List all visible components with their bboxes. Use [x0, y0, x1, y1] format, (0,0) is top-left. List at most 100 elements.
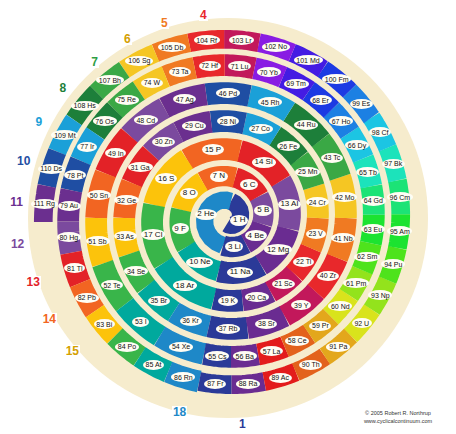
group-band	[271, 274, 295, 292]
group-band	[325, 335, 351, 356]
element-label: 66 Dy	[348, 142, 366, 149]
group-number: 15	[65, 345, 80, 357]
element-label: 95 Am	[390, 228, 410, 235]
group-band	[81, 134, 96, 161]
element-oval: 110 Ds	[38, 164, 65, 174]
element-oval: 21 Sc	[272, 279, 295, 289]
element-oval: 82 Pb	[75, 293, 99, 303]
element-label: 90 Th	[302, 361, 320, 368]
element-oval: 64 Gd	[361, 196, 386, 206]
element-oval: 38 Sr	[255, 319, 277, 329]
element-label: 63 Eu	[364, 226, 382, 233]
element-oval: 89 Ac	[269, 373, 292, 383]
element-label: 101 Md	[296, 57, 319, 64]
element-label: 108 Hs	[74, 102, 96, 109]
element-oval: 53 I	[132, 317, 149, 327]
element-label: 45 Rh	[261, 99, 280, 106]
element-label: 6 C	[243, 181, 255, 189]
element-label: 27 Co	[251, 125, 270, 132]
group-band	[289, 112, 320, 140]
element-label: 69 Tm	[286, 80, 306, 87]
element-label: 72 Hf	[201, 62, 218, 69]
element-label: 102 No	[265, 43, 288, 50]
element-label: 57 La	[263, 348, 281, 355]
element-label: 89 Ac	[271, 374, 289, 381]
element-oval: 75 Re	[115, 95, 139, 105]
group-band	[323, 69, 350, 91]
element-label: 41 Nb	[334, 235, 353, 242]
element-oval: 15 P	[202, 144, 224, 155]
element-label: 59 Pr	[312, 322, 329, 329]
group-band	[247, 316, 284, 328]
group-number: 18	[172, 406, 187, 418]
group-band	[285, 334, 310, 347]
element-oval: 9 F	[172, 223, 189, 234]
group-band	[140, 357, 169, 372]
element-label: 81 Tl	[67, 265, 82, 272]
element-label: 38 Sr	[258, 320, 275, 327]
element-label: 14 Si	[254, 158, 272, 166]
element-label: 97 Bk	[384, 160, 402, 167]
element-label: 82 Pb	[78, 294, 96, 301]
element-oval: 52 Te	[101, 280, 123, 290]
element-label: 100 Fm	[325, 76, 349, 83]
group-band	[296, 356, 325, 372]
element-oval: 14 Si	[252, 157, 276, 168]
group-band	[240, 151, 281, 181]
element-label: 18 Ar	[176, 282, 195, 290]
element-oval: 91 Pa	[326, 342, 350, 352]
element-label: 19 K	[221, 297, 235, 304]
element-label: 32 Ge	[117, 197, 136, 204]
element-label: 104 Rf	[196, 37, 217, 44]
element-label: 65 Tb	[359, 169, 377, 176]
element-label: 33 As	[116, 233, 134, 240]
element-oval: 8 O	[180, 188, 198, 199]
group-band	[154, 159, 187, 205]
element-oval: 47 Ag	[173, 94, 196, 104]
element-oval: 51 Sb	[86, 236, 110, 246]
element-label: 37 Rb	[219, 325, 238, 332]
group-band	[264, 372, 296, 382]
element-oval: 13 Al	[278, 199, 301, 210]
element-label: 56 Ba	[236, 353, 254, 360]
element-label: 84 Po	[118, 343, 136, 350]
element-oval: 1 H	[230, 215, 248, 226]
element-label: 86 Rn	[174, 374, 193, 381]
element-label: 28 Ni	[220, 118, 236, 125]
element-label: 58 Ce	[288, 337, 307, 344]
group-band	[174, 312, 209, 326]
element-oval: 68 Er	[310, 95, 332, 105]
group-band	[139, 77, 166, 91]
group-band	[181, 182, 202, 210]
group-band	[309, 91, 332, 110]
element-label: 78 Pt	[67, 172, 83, 179]
element-label: 51 Sb	[88, 238, 106, 245]
element-label: 93 Np	[371, 292, 390, 299]
element-oval: 97 Bk	[382, 159, 405, 169]
element-oval: 77 Ir	[77, 142, 97, 152]
element-label: 77 Ir	[80, 143, 94, 150]
element-label: 12 Mg	[267, 246, 289, 254]
group-number: 11	[9, 196, 24, 208]
element-oval: 22 Ti	[293, 257, 314, 267]
element-oval: 18 Ar	[173, 280, 197, 291]
element-oval: 29 Cu	[182, 121, 206, 131]
element-oval: 73 Ta	[169, 67, 191, 77]
element-oval: 59 Pr	[309, 321, 331, 331]
element-oval: 76 Os	[93, 116, 117, 126]
group-band	[74, 92, 97, 120]
element-label: 105 Db	[161, 44, 184, 51]
element-oval: 36 Kr	[180, 316, 202, 326]
group-number: 13	[26, 276, 41, 288]
element-label: 103 Lr	[232, 37, 252, 44]
group-band	[331, 295, 349, 317]
group-band	[350, 91, 372, 118]
element-oval: 58 Ce	[285, 336, 309, 346]
element-label: 73 Ta	[172, 68, 189, 75]
element-label: 48 Cd	[136, 117, 155, 124]
element-label: 83 Bi	[96, 321, 112, 328]
element-oval: 74 W	[141, 78, 163, 88]
element-label: 23 V	[308, 230, 322, 237]
element-label: 92 U	[354, 320, 369, 327]
element-oval: 108 Hs	[71, 101, 99, 111]
